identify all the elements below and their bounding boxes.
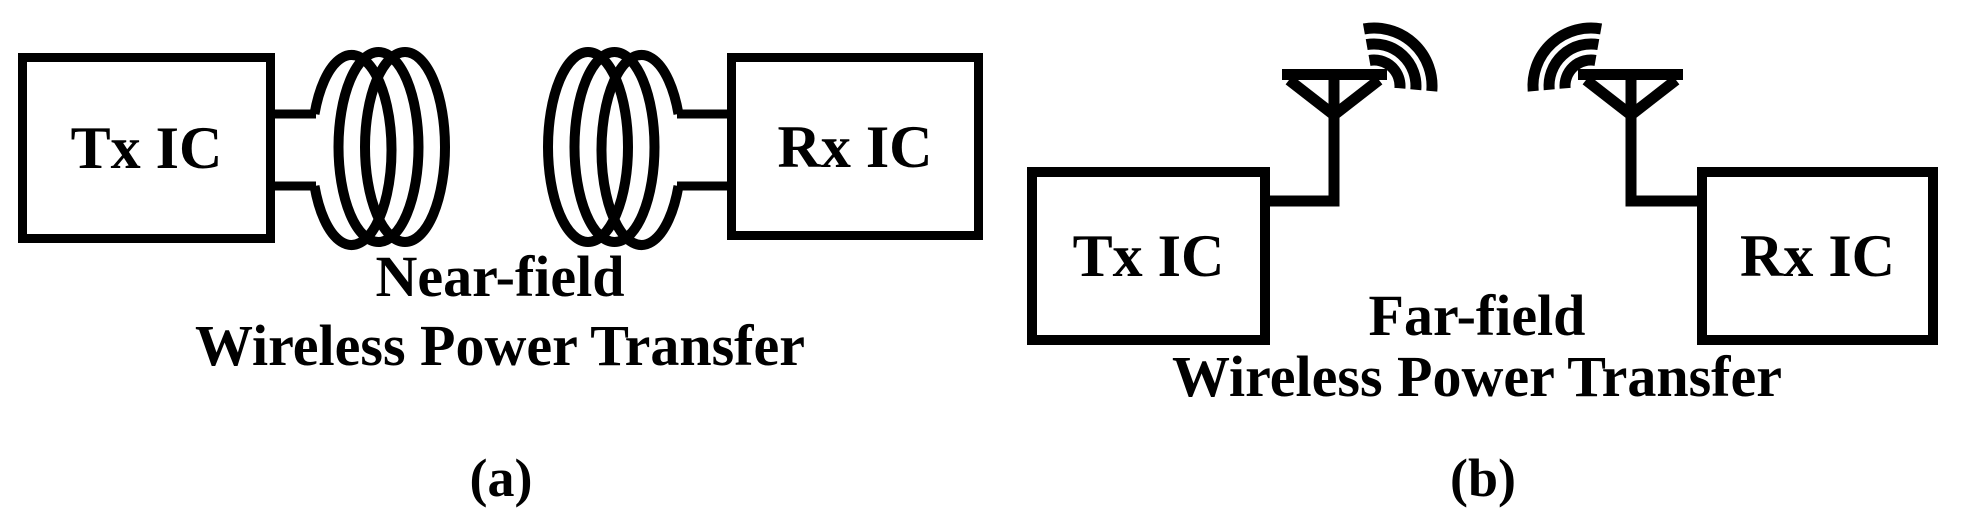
panel-a-rx-wires [677, 109, 731, 191]
panel-b-tx-feedline [1266, 72, 1340, 207]
panel-a-art [18, 47, 983, 250]
panel-b-label: (b) [1450, 448, 1516, 508]
panel-b-tx-box-label: Tx IC [1072, 223, 1225, 289]
panel-b-tx-box [1027, 167, 1270, 345]
panel-a-rx-box [727, 53, 983, 240]
tx-coil-icon [309, 47, 450, 250]
panel-a-caption-line1: Near-field [375, 244, 625, 309]
panel-b-caption-line1: Far-field [1368, 283, 1586, 348]
panel-b-rx-box-label: Rx IC [1739, 223, 1896, 289]
panel-b-rx-feedline [1625, 72, 1701, 207]
panel-b-caption-line2: Wireless Power Transfer [1172, 344, 1782, 409]
panel-a-rx-box-label: Rx IC [777, 113, 933, 180]
panel-a-tx-box [18, 53, 275, 243]
panel-b-art [1027, 22, 1938, 345]
panel-a-tx-box-label: Tx IC [70, 115, 223, 181]
rx-radio-waves-icon [1527, 22, 1603, 92]
rx-coil-icon [543, 47, 684, 250]
panel-a-label: (a) [469, 448, 533, 508]
panel-b-rx-box [1697, 167, 1938, 345]
tx-radio-waves-icon [1362, 22, 1438, 92]
tx-antenna-icon [1282, 69, 1387, 122]
panel-a-tx-wires [271, 109, 316, 191]
panel-a-caption-line2: Wireless Power Transfer [195, 313, 805, 378]
